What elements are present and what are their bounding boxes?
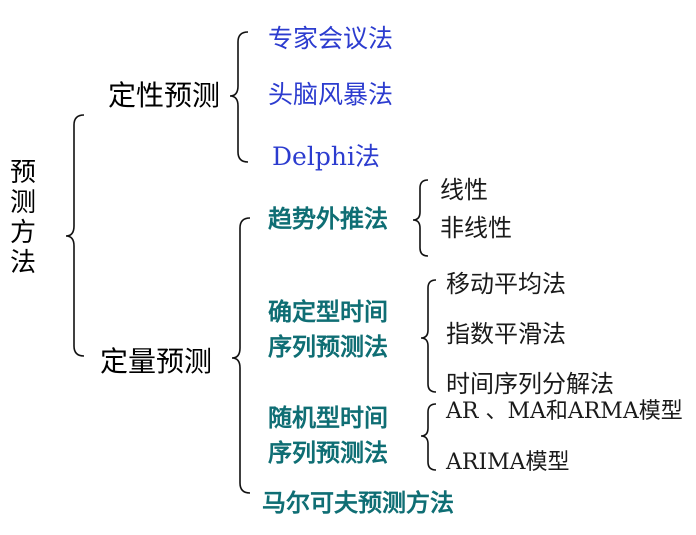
deterministic-label-line1: 确定型时间 xyxy=(268,298,388,326)
root-char: 测 xyxy=(9,188,36,218)
random-brace xyxy=(420,403,437,471)
random-label-line1: 随机型时间 xyxy=(268,404,388,432)
root-label-vertical: 预 测 方 法 xyxy=(8,158,38,278)
deterministic-item: 移动平均法 xyxy=(446,270,566,298)
deterministic-item: 时间序列分解法 xyxy=(446,370,614,398)
qualitative-item: Delphi法 xyxy=(272,142,380,171)
random-label-line2: 序列预测法 xyxy=(268,439,388,467)
quantitative-brace xyxy=(231,217,251,494)
root-char: 预 xyxy=(9,158,36,188)
deterministic-label-line2: 序列预测法 xyxy=(268,333,388,361)
trend-item: 非线性 xyxy=(440,214,512,242)
qualitative-item: 专家会议法 xyxy=(268,24,394,53)
deterministic-item: 指数平滑法 xyxy=(446,320,566,348)
root-brace xyxy=(65,114,85,357)
qualitative-item: 头脑风暴法 xyxy=(268,80,394,109)
trend-label: 趋势外推法 xyxy=(268,205,388,233)
qualitative-brace xyxy=(229,31,249,163)
random-item: AR 、MA和ARMA模型 xyxy=(446,399,683,424)
trend-brace xyxy=(412,179,429,257)
random-item: ARIMA模型 xyxy=(446,450,570,475)
root-char: 法 xyxy=(9,248,36,278)
qualitative-label: 定性预测 xyxy=(108,79,221,112)
quantitative-label: 定量预测 xyxy=(100,345,213,378)
deterministic-brace xyxy=(420,279,437,393)
root-char: 方 xyxy=(9,218,36,248)
trend-item: 线性 xyxy=(440,176,488,204)
markov-label: 马尔可夫预测方法 xyxy=(262,489,454,517)
